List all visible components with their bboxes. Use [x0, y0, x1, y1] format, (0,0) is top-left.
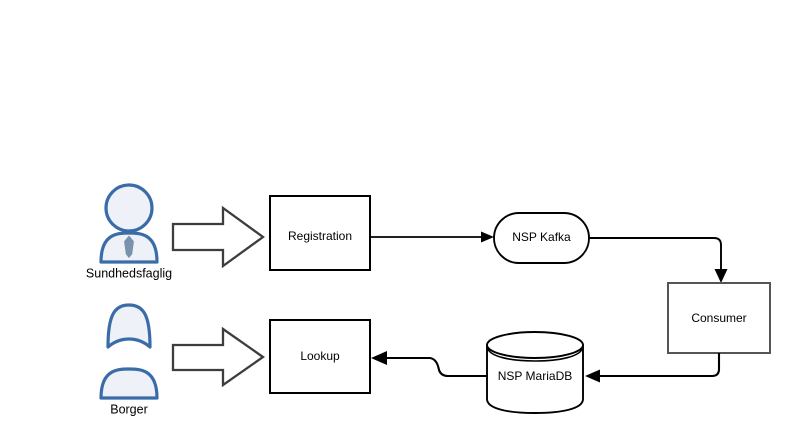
connector-consumer-to-mariadb: [585, 353, 721, 383]
node-label-nsp-kafka: NSP Kafka: [512, 230, 571, 244]
connector-mariadb-to-lookup: [371, 351, 487, 378]
connector-line: [597, 353, 721, 378]
cylinder-body: [486, 344, 584, 414]
node-nsp-kafka[interactable]: NSP Kafka: [493, 212, 590, 264]
node-label-registration: Registration: [288, 229, 352, 243]
connector-line: [385, 356, 487, 378]
node-nsp-mariadb[interactable]: NSP MariaDB: [486, 331, 584, 414]
node-consumer[interactable]: Consumer: [667, 282, 771, 354]
actor-sundhedsfaglig[interactable]: Sundhedsfaglig: [86, 183, 172, 280]
cylinder-rim-arc: [486, 347, 584, 362]
borger-body-icon: [99, 367, 159, 400]
actor-label-borger: Borger: [110, 402, 148, 416]
arrowhead-icon: [714, 269, 728, 283]
node-label-consumer: Consumer: [691, 311, 746, 325]
node-registration[interactable]: Registration: [269, 195, 371, 271]
node-label-lookup: Lookup: [300, 349, 340, 363]
cylinder-top: [486, 331, 584, 359]
connector-line: [589, 237, 722, 273]
node-lookup[interactable]: Lookup: [269, 319, 371, 394]
block-arrow-shape: [171, 326, 266, 388]
connector-borger-to-lookup: [171, 326, 266, 388]
actor-label-sundhedsfaglig: Sundhedsfaglig: [86, 266, 172, 280]
borger-head-icon: [106, 303, 152, 349]
actor-borger[interactable]: Borger: [99, 303, 159, 416]
consumer-box: [667, 282, 771, 354]
arrowhead-icon: [371, 351, 387, 365]
tie-icon: [124, 235, 134, 258]
lookup-box: [269, 319, 371, 394]
sundhedsfaglig-head-icon: [104, 183, 154, 233]
arrowhead-icon: [585, 369, 600, 383]
block-arrow-shape: [171, 205, 265, 269]
node-label-nsp-mariadb: NSP MariaDB: [498, 369, 572, 383]
connector-kafka-to-consumer: [589, 237, 728, 283]
connector-sundhedsfaglig-to-registration: [171, 205, 265, 269]
registration-box: [269, 195, 371, 271]
connector-registration-to-kafka: [370, 231, 494, 243]
arrowhead-icon: [481, 231, 494, 243]
